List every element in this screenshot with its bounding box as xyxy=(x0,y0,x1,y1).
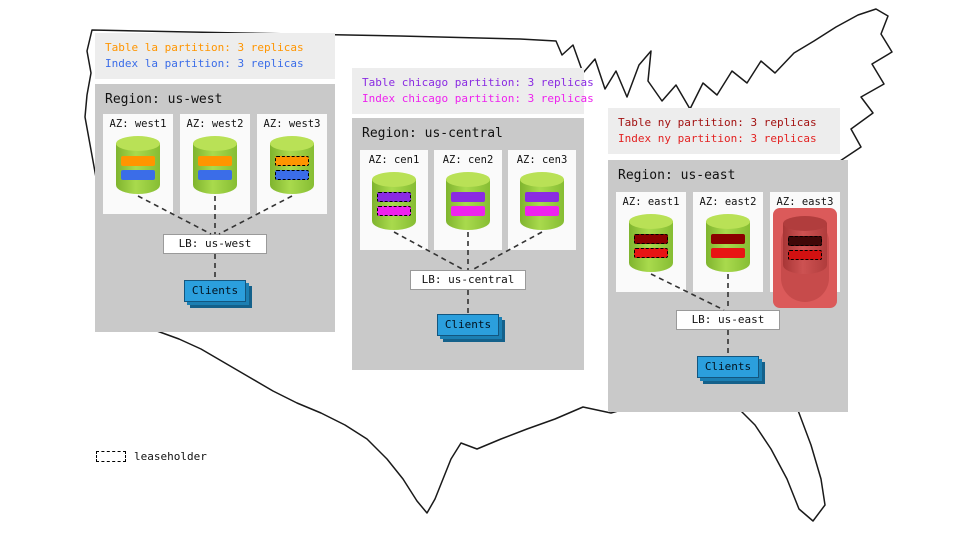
database-cylinder-west2 xyxy=(193,136,237,194)
region-us-west: Region: us-west AZ: west1 AZ: west2 AZ: … xyxy=(95,84,335,332)
failed-az-overlay xyxy=(773,208,837,308)
cylinder-top xyxy=(446,172,490,187)
cylinder-body xyxy=(520,179,564,230)
annotation-table-la: Table la partition: 3 replicas xyxy=(105,41,304,54)
database-cylinder-cen1 xyxy=(372,172,416,230)
az-west1: AZ: west1 xyxy=(103,114,173,214)
clients-us-east: Clients xyxy=(697,356,759,378)
cylinder-body xyxy=(116,143,160,194)
annotation-table-ny: Table ny partition: 3 replicas xyxy=(618,116,817,129)
annotation-index-la: Index la partition: 3 replicas xyxy=(105,57,304,70)
annotation-index-chicago: Index chicago partition: 3 replicas xyxy=(362,92,594,105)
az-cen3-label: AZ: cen3 xyxy=(516,154,568,166)
region-us-central-title: Region: us-central xyxy=(362,126,503,141)
table-replica-bar xyxy=(711,234,745,244)
annotation-us-central: Table chicago partition: 3 replicas Inde… xyxy=(352,68,594,114)
az-east2: AZ: east2 xyxy=(693,192,763,292)
cylinder-top xyxy=(783,216,827,231)
cylinder-body xyxy=(270,143,314,194)
table-replica-bar-leaseholder xyxy=(275,156,309,166)
clients-label: Clients xyxy=(704,360,752,373)
clients-us-central: Clients xyxy=(437,314,499,336)
load-balancer-us-west: LB: us-west xyxy=(163,234,267,254)
database-cylinder-east1 xyxy=(629,214,673,272)
table-replica-bar xyxy=(525,192,559,202)
az-cen2: AZ: cen2 xyxy=(434,150,502,250)
database-cylinder-west1 xyxy=(116,136,160,194)
index-replica-bar-leaseholder xyxy=(275,170,309,180)
table-replica-bar-leaseholder xyxy=(377,192,411,202)
annotation-us-east: Table ny partition: 3 replicas Index ny … xyxy=(608,108,840,154)
az-east3-label: AZ: east3 xyxy=(776,196,834,208)
clients-label: Clients xyxy=(444,318,492,331)
annotation-index-ny: Index ny partition: 3 replicas xyxy=(618,132,817,145)
table-replica-bar xyxy=(121,156,155,166)
cylinder-body xyxy=(446,179,490,230)
az-west1-label: AZ: west1 xyxy=(109,118,167,130)
cylinder-body xyxy=(706,221,750,272)
annotation-table-chicago: Table chicago partition: 3 replicas xyxy=(362,76,594,89)
database-cylinder-east3 xyxy=(783,216,827,274)
az-east1: AZ: east1 xyxy=(616,192,686,292)
cylinder-top xyxy=(372,172,416,187)
region-us-central: Region: us-central AZ: cen1 AZ: cen2 AZ:… xyxy=(352,118,584,370)
cylinder-top xyxy=(270,136,314,151)
annotation-us-west: Table la partition: 3 replicas Index la … xyxy=(95,33,335,79)
az-cen2-label: AZ: cen2 xyxy=(442,154,494,166)
table-replica-bar xyxy=(451,192,485,202)
index-replica-bar-leaseholder xyxy=(377,206,411,216)
cylinder-top xyxy=(629,214,673,229)
az-west3: AZ: west3 xyxy=(257,114,327,214)
cylinder-top xyxy=(193,136,237,151)
load-balancer-us-central: LB: us-central xyxy=(410,270,526,290)
table-replica-bar-leaseholder xyxy=(634,234,668,244)
index-replica-bar-leaseholder xyxy=(788,250,822,260)
index-replica-bar-leaseholder xyxy=(634,248,668,258)
region-us-east-title: Region: us-east xyxy=(618,168,736,183)
az-east3-failed: AZ: east3 xyxy=(770,192,840,308)
az-cen1: AZ: cen1 xyxy=(360,150,428,250)
load-balancer-us-east: LB: us-east xyxy=(676,310,780,330)
cylinder-top xyxy=(116,136,160,151)
database-cylinder-east2 xyxy=(706,214,750,272)
az-east1-label: AZ: east1 xyxy=(622,196,680,208)
region-us-west-title: Region: us-west xyxy=(105,92,223,107)
az-west3-label: AZ: west3 xyxy=(263,118,321,130)
database-cylinder-cen2 xyxy=(446,172,490,230)
database-cylinder-cen3 xyxy=(520,172,564,230)
cylinder-body xyxy=(629,221,673,272)
table-replica-bar xyxy=(198,156,232,166)
index-replica-bar xyxy=(198,170,232,180)
index-replica-bar xyxy=(711,248,745,258)
cylinder-body xyxy=(783,223,827,274)
index-replica-bar xyxy=(121,170,155,180)
table-replica-bar-leaseholder xyxy=(788,236,822,246)
cylinder-body xyxy=(193,143,237,194)
az-cen1-label: AZ: cen1 xyxy=(368,154,420,166)
cylinder-top xyxy=(706,214,750,229)
index-replica-bar xyxy=(525,206,559,216)
az-west2-label: AZ: west2 xyxy=(186,118,244,130)
clients-label: Clients xyxy=(191,284,239,297)
region-us-east: Region: us-east AZ: east1 AZ: east2 AZ: … xyxy=(608,160,848,412)
az-east2-label: AZ: east2 xyxy=(699,196,757,208)
clients-us-west: Clients xyxy=(184,280,246,302)
az-cen3: AZ: cen3 xyxy=(508,150,576,250)
legend: leaseholder xyxy=(96,450,207,463)
leaseholder-swatch-icon xyxy=(96,451,126,462)
index-replica-bar xyxy=(451,206,485,216)
database-cylinder-west3 xyxy=(270,136,314,194)
legend-label: leaseholder xyxy=(134,450,207,463)
az-west2: AZ: west2 xyxy=(180,114,250,214)
cylinder-top xyxy=(520,172,564,187)
cylinder-body xyxy=(372,179,416,230)
